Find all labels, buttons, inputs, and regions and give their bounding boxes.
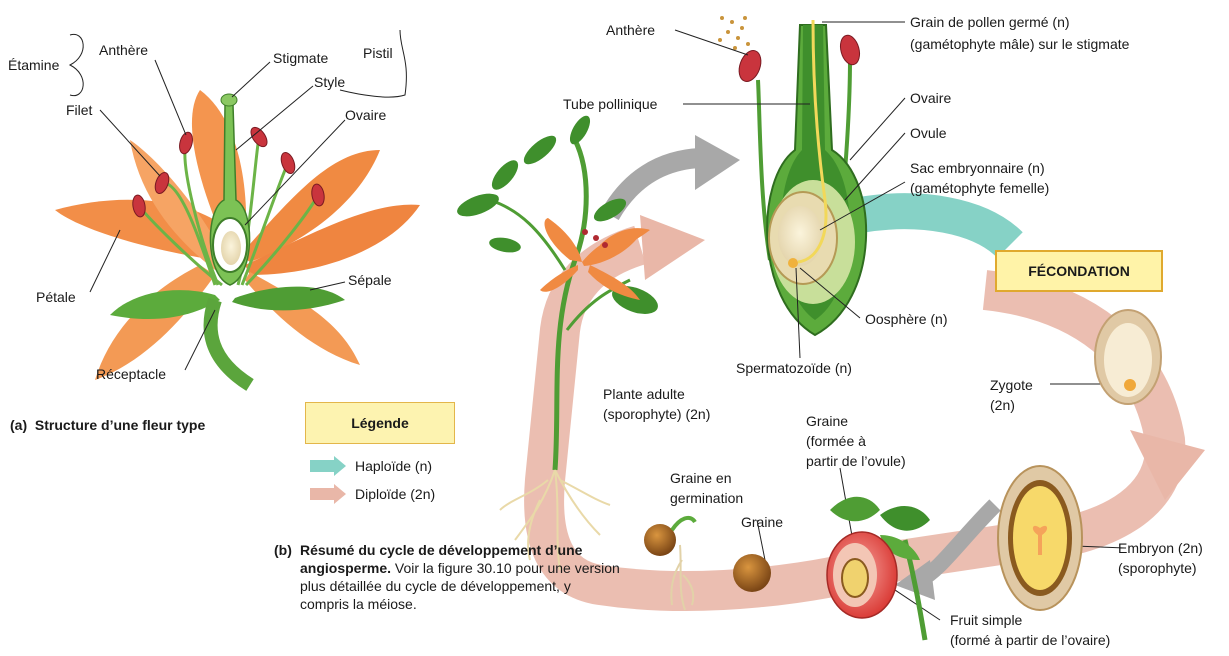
label-pollen-2: (gamétophyte mâle) sur le stigmate [910, 36, 1129, 53]
pistil-bracket [340, 30, 406, 97]
label-plante-2: (sporophyte) (2n) [603, 406, 710, 423]
label-ovule: Ovule [910, 125, 947, 142]
haploid-arrow [860, 211, 1010, 245]
ovary-illustration [718, 16, 866, 335]
label-zygote-2: (2n) [990, 397, 1015, 414]
label-etamine: Étamine [8, 57, 59, 74]
label-germination-1: Graine en [670, 470, 731, 487]
label-embryon-1: Embryon (2n) [1118, 540, 1203, 557]
label-tube: Tube pollinique [563, 96, 657, 113]
label-ovaire-a: Ovaire [345, 107, 386, 124]
label-fruit-2: (formé à partir de l’ovaire) [950, 632, 1110, 649]
label-anthere-b: Anthère [606, 22, 655, 39]
label-embryon-2: (sporophyte) [1118, 560, 1197, 577]
label-graine-1-2: (formée à [806, 433, 866, 450]
label-pollen-1: Grain de pollen germé (n) [910, 14, 1070, 31]
legend-haploid-label: Haploïde (n) [355, 458, 432, 475]
legend-diploid-arrow [310, 484, 346, 504]
flower-illustration [55, 90, 420, 385]
label-sac-2: (gamétophyte femelle) [910, 180, 1049, 197]
label-sepale: Sépale [348, 272, 392, 289]
legend-title: Légende [305, 402, 455, 444]
label-pistil: Pistil [363, 45, 393, 62]
caption-a: (a) Structure d’une fleur type [10, 416, 205, 434]
caption-a-title: Structure d’une fleur type [35, 417, 205, 433]
seed-illustration [733, 554, 771, 592]
fecondation-box: FÉCONDATION [995, 250, 1163, 292]
etamine-bracket [70, 34, 83, 95]
label-sac-1: Sac embryonnaire (n) [910, 160, 1045, 177]
label-petale: Pétale [36, 289, 76, 306]
label-graine-2: Graine [741, 514, 783, 531]
label-graine-1-1: Graine [806, 413, 848, 430]
caption-a-letter: (a) [10, 417, 27, 433]
legend-haploid-arrow [310, 456, 346, 476]
label-oosphere: Oosphère (n) [865, 311, 947, 328]
label-plante-1: Plante adulte [603, 386, 685, 403]
zygote-illustration [1095, 310, 1161, 404]
label-ovaire-b: Ovaire [910, 90, 951, 107]
label-filet: Filet [66, 102, 92, 119]
label-graine-1-3: partir de l’ovule) [806, 453, 906, 470]
embryo-illustration [998, 466, 1082, 610]
label-spermatozoide: Spermatozoïde (n) [736, 360, 852, 377]
label-receptacle: Réceptacle [96, 366, 166, 383]
legend-diploid-label: Diploïde (2n) [355, 486, 435, 503]
label-style: Style [314, 74, 345, 91]
label-fruit-1: Fruit simple [950, 612, 1022, 629]
label-germination-2: germination [670, 490, 743, 507]
label-stigmate: Stigmate [273, 50, 328, 67]
caption-b-letter: (b) [274, 542, 292, 558]
label-anthere-a: Anthère [99, 42, 148, 59]
label-zygote-1: Zygote [990, 377, 1033, 394]
caption-b: (b) Résumé du cycle de développement d’u… [274, 541, 614, 559]
